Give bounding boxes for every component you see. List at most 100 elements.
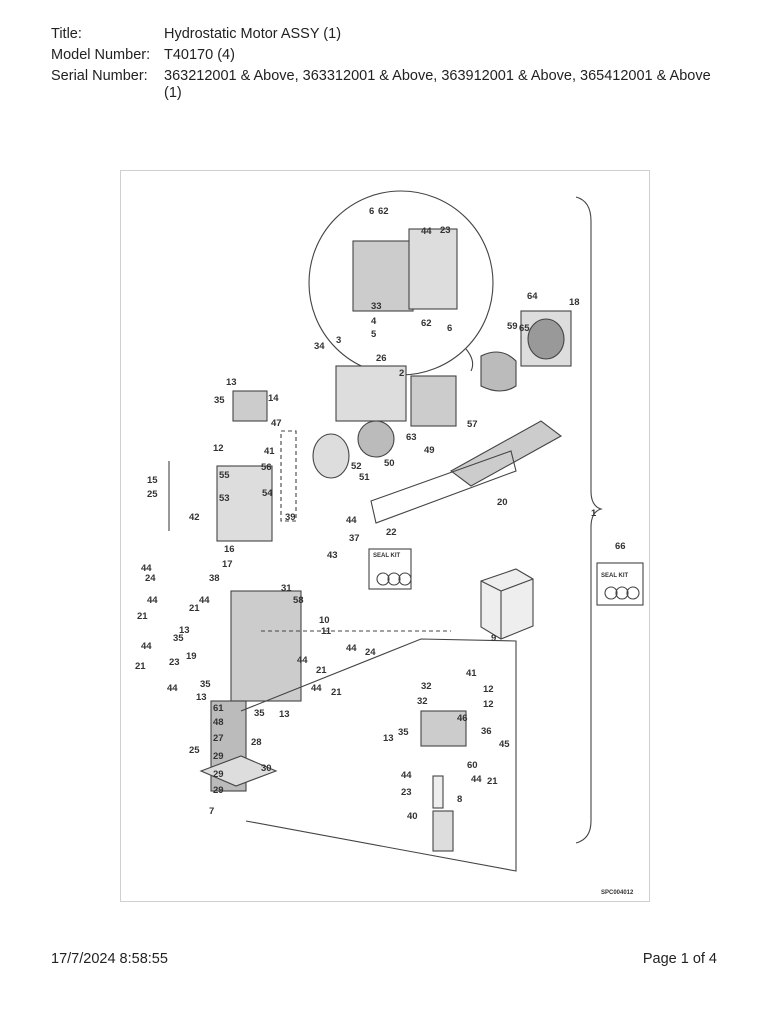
svg-text:35: 35: [254, 708, 265, 719]
model-value: T40170 (4): [164, 47, 235, 63]
svg-text:2: 2: [399, 368, 404, 379]
svg-text:53: 53: [219, 493, 230, 504]
svg-text:50: 50: [384, 458, 395, 469]
model-label: Model Number:: [51, 47, 151, 63]
spline-drive: [480, 351, 517, 392]
seal-kit-label-66: SEAL KIT: [601, 573, 629, 579]
svg-text:31: 31: [281, 583, 292, 594]
serial-value: 363212001 & Above, 363312001 & Above, 36…: [164, 68, 711, 101]
svg-text:23: 23: [401, 787, 412, 798]
svg-text:7: 7: [209, 806, 214, 817]
svg-text:62: 62: [378, 206, 389, 217]
valve-cap: [232, 390, 268, 422]
housing-cover: [410, 375, 457, 427]
svg-text:10: 10: [319, 615, 330, 626]
diagram-code: SPC004012: [601, 890, 634, 896]
svg-text:51: 51: [359, 472, 370, 483]
part-box: [480, 568, 534, 640]
svg-text:61: 61: [213, 703, 224, 714]
svg-text:13: 13: [179, 625, 190, 636]
flange-bore: [527, 318, 565, 360]
svg-text:32: 32: [421, 681, 432, 692]
svg-text:63: 63: [406, 432, 417, 443]
svg-text:24: 24: [365, 647, 376, 658]
sub-spring: [432, 775, 444, 809]
svg-text:52: 52: [351, 461, 362, 472]
svg-text:56: 56: [261, 462, 272, 473]
svg-text:21: 21: [135, 661, 146, 672]
svg-text:21: 21: [331, 687, 342, 698]
svg-text:29: 29: [213, 769, 224, 780]
svg-text:44: 44: [311, 683, 322, 694]
svg-text:41: 41: [264, 446, 275, 457]
svg-text:29: 29: [213, 785, 224, 796]
svg-text:48: 48: [213, 717, 224, 728]
document-header: Title: Hydrostatic Motor ASSY (1) Model …: [51, 26, 731, 106]
title-label: Title:: [51, 26, 82, 42]
svg-text:23: 23: [440, 225, 451, 236]
svg-text:18: 18: [569, 297, 580, 308]
svg-text:12: 12: [483, 684, 494, 695]
detail-block: [352, 240, 414, 312]
svg-text:27: 27: [213, 733, 224, 744]
svg-text:3: 3: [336, 335, 341, 346]
svg-text:44: 44: [147, 595, 158, 606]
svg-text:24: 24: [145, 573, 156, 584]
svg-text:62: 62: [421, 318, 432, 329]
right-bracket: [575, 196, 603, 844]
svg-text:44: 44: [401, 770, 412, 781]
svg-text:9: 9: [491, 633, 496, 644]
svg-text:37: 37: [349, 533, 360, 544]
svg-text:21: 21: [487, 776, 498, 787]
svg-text:12: 12: [483, 699, 494, 710]
svg-text:13: 13: [196, 692, 207, 703]
svg-text:44: 44: [167, 683, 178, 694]
svg-text:25: 25: [189, 745, 200, 756]
svg-text:65: 65: [519, 323, 530, 334]
svg-text:15: 15: [147, 475, 158, 486]
valve-spool: [216, 465, 273, 542]
page-number: Page 1 of 4: [642, 951, 717, 967]
svg-text:21: 21: [316, 665, 327, 676]
sub-spool: [432, 810, 454, 852]
svg-text:45: 45: [499, 739, 510, 750]
svg-text:12: 12: [213, 443, 224, 454]
sub-valve-body: [420, 710, 467, 747]
svg-text:13: 13: [383, 733, 394, 744]
svg-text:44: 44: [297, 655, 308, 666]
svg-text:43: 43: [327, 550, 338, 561]
svg-text:30: 30: [261, 763, 272, 774]
svg-text:64: 64: [527, 291, 538, 302]
svg-text:44: 44: [141, 563, 152, 574]
svg-text:42: 42: [189, 512, 200, 523]
svg-text:14: 14: [268, 393, 279, 404]
svg-text:41: 41: [466, 668, 477, 679]
cam-ring: [312, 433, 350, 479]
svg-text:13: 13: [279, 709, 290, 720]
svg-text:26: 26: [376, 353, 387, 364]
svg-text:25: 25: [147, 489, 158, 500]
svg-text:29: 29: [213, 751, 224, 762]
svg-text:44: 44: [346, 515, 357, 526]
piston-group: [370, 450, 517, 524]
svg-text:46: 46: [457, 713, 468, 724]
serial-row: Serial Number: 363212001 & Above, 363312…: [51, 68, 731, 102]
svg-text:35: 35: [173, 633, 184, 644]
title-row: Title: Hydrostatic Motor ASSY (1): [51, 26, 731, 43]
svg-text:44: 44: [421, 226, 432, 237]
svg-text:21: 21: [137, 611, 148, 622]
svg-text:16: 16: [224, 544, 235, 555]
svg-text:21: 21: [189, 603, 200, 614]
svg-text:23: 23: [169, 657, 180, 668]
serial-label: Serial Number:: [51, 68, 148, 84]
svg-text:40: 40: [407, 811, 418, 822]
svg-text:20: 20: [497, 497, 508, 508]
svg-text:35: 35: [200, 679, 211, 690]
housing-upper: [335, 365, 407, 422]
svg-text:28: 28: [251, 737, 262, 748]
svg-text:34: 34: [314, 341, 325, 352]
print-timestamp: 17/7/2024 8:58:55: [51, 951, 168, 967]
valve-body: [230, 590, 302, 702]
svg-text:19: 19: [186, 651, 197, 662]
